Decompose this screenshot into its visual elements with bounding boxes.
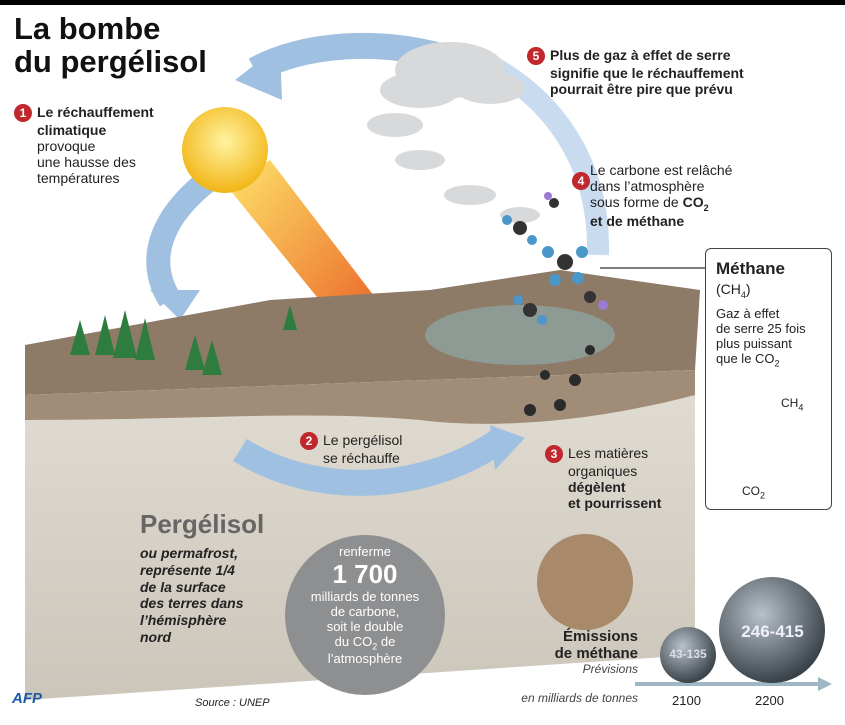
trees xyxy=(70,305,297,375)
source: Source : UNEP xyxy=(195,697,270,709)
top-bar xyxy=(0,0,845,5)
year-2200: 2200 xyxy=(755,693,784,708)
clouds xyxy=(367,42,540,223)
year-2100: 2100 xyxy=(672,693,701,708)
emissions-legend: Émissions de méthane Prévisions xyxy=(554,628,638,676)
emissions-unit: en milliards de tonnes xyxy=(521,691,638,705)
permafrost-block xyxy=(25,370,695,700)
permafrost-title: Pergélisol xyxy=(140,509,265,539)
arrow-left xyxy=(146,165,223,307)
arrow-permafrost xyxy=(233,429,508,496)
carbon-particles xyxy=(524,345,595,416)
soil-sample xyxy=(537,534,633,630)
sun xyxy=(182,107,268,193)
bubble-2100 xyxy=(660,627,716,683)
range-2200: 246-415 xyxy=(741,622,804,641)
melt-pool xyxy=(425,305,615,365)
bubble-2200 xyxy=(719,577,825,683)
range-2100: 43-135 xyxy=(669,647,707,661)
carbon-circle xyxy=(285,535,445,695)
afp-logo: AFP xyxy=(12,690,42,707)
molecules xyxy=(502,192,608,325)
